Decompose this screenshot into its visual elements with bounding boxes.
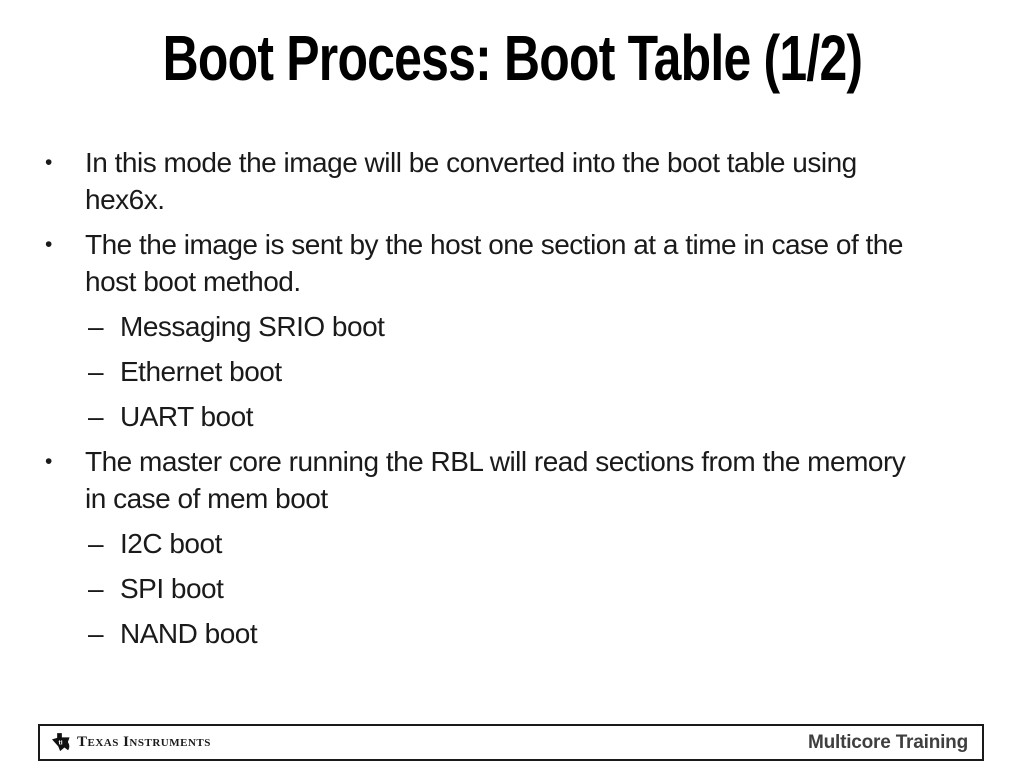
bullet-marker: • [45,233,52,256]
footer-training-label: Multicore Training [807,731,968,753]
dash-marker: – [88,618,104,649]
slide-title: Boot Process: Boot Table (1/2) [162,22,862,94]
sub-bullet-item: – UART boot [0,398,1024,435]
sub-bullet-text: Messaging SRIO boot [120,311,385,342]
dash-marker: – [88,311,104,342]
ti-brand: ti Texas Instruments [52,732,211,753]
ti-texas-map-icon: ti [52,732,70,753]
sub-bullet-text: NAND boot [120,618,258,649]
bullet-text: In this mode the image will be converted… [85,147,857,215]
svg-text:ti: ti [58,739,62,746]
sub-bullet-item: – Ethernet boot [0,353,1024,390]
bullet-marker: • [45,450,52,473]
dash-marker: – [88,356,104,387]
ti-brand-text: Texas Instruments [77,734,211,750]
bullet-text: The the image is sent by the host one se… [85,229,903,297]
bullet-item: • In this mode the image will be convert… [0,144,1024,218]
sub-bullet-text: Ethernet boot [120,356,282,387]
sub-bullet-text: I2C boot [120,528,222,559]
sub-bullet-item: – I2C boot [0,525,1024,562]
bullet-marker: • [45,151,52,174]
slide-title-wrap: Boot Process: Boot Table (1/2) [0,26,1024,90]
sub-bullet-text: UART boot [120,401,253,432]
dash-marker: – [88,528,104,559]
sub-bullet-item: – NAND boot [0,615,1024,652]
bullet-list: • In this mode the image will be convert… [0,144,1024,660]
bullet-text: The master core running the RBL will rea… [85,446,906,514]
dash-marker: – [88,401,104,432]
bullet-item: • The master core running the RBL will r… [0,443,1024,517]
footer-bar: ti Texas Instruments Multicore Training [38,724,984,761]
bullet-item: • The the image is sent by the host one … [0,226,1024,300]
sub-bullet-text: SPI boot [120,573,224,604]
sub-bullet-item: – Messaging SRIO boot [0,308,1024,345]
dash-marker: – [88,573,104,604]
sub-bullet-item: – SPI boot [0,570,1024,607]
